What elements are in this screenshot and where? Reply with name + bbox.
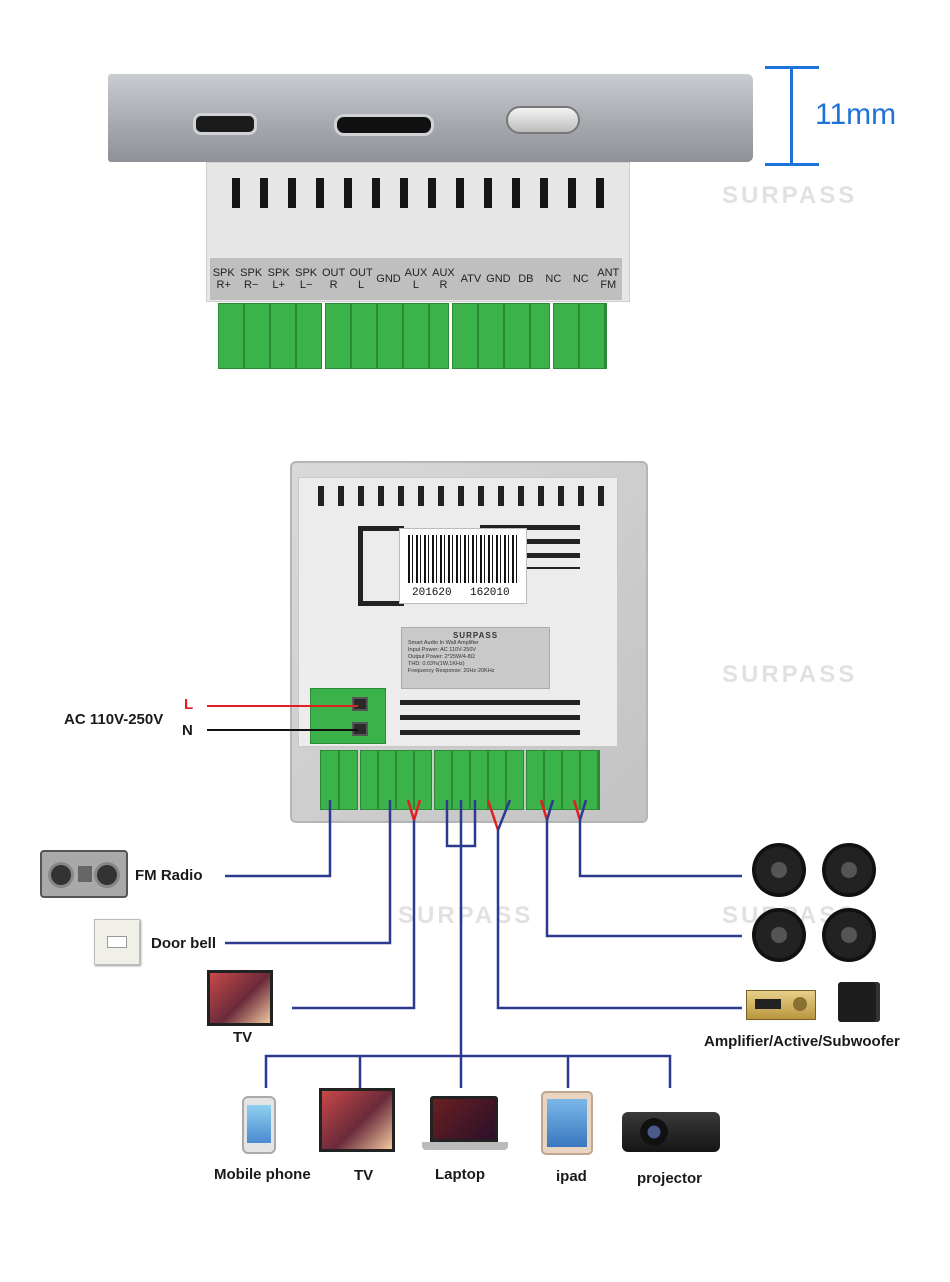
door-bell-label: Door bell	[151, 935, 217, 952]
laptop-icon	[430, 1096, 498, 1142]
amplifier-icon	[746, 990, 816, 1020]
tv-wire	[292, 820, 416, 1010]
speaker-upper-wire	[578, 820, 742, 878]
terminal-label: ATV	[460, 273, 482, 285]
terminal-label: AUX R	[432, 267, 455, 291]
ipad-label: ipad	[556, 1168, 587, 1185]
terminal-block	[526, 750, 600, 810]
door-bell-wire	[225, 800, 392, 945]
ceiling-speaker-icon	[822, 908, 876, 962]
neutral-label: N	[182, 722, 193, 739]
ipad-icon	[541, 1091, 593, 1155]
terminal-block-antenna	[553, 303, 607, 369]
barcode-number-left: 201620	[412, 587, 452, 599]
terminal-block	[320, 750, 358, 810]
terminal-label: NC	[572, 273, 589, 285]
tf-card-slot	[334, 114, 434, 136]
ceiling-speaker-icon	[752, 843, 806, 897]
projector-icon	[622, 1112, 720, 1152]
power-button	[506, 106, 580, 134]
mobile-phone-icon	[242, 1096, 276, 1154]
tv-icon	[207, 970, 273, 1026]
barcode	[408, 535, 520, 583]
subwoofer-icon	[838, 982, 880, 1022]
laptop-base	[422, 1142, 508, 1150]
power-label: AC 110V-250V	[64, 711, 164, 728]
terminal-label: SPK L+	[267, 267, 290, 291]
spec-line: Smart Audio In Wall Amplifier	[408, 640, 479, 646]
lower-vents	[400, 700, 580, 736]
ceiling-speaker-icon	[752, 908, 806, 962]
power-terminal-block	[310, 688, 386, 744]
laptop-label: Laptop	[435, 1166, 485, 1183]
terminal-block-aux	[452, 303, 550, 369]
tv-icon	[319, 1088, 395, 1152]
terminal-label: SPK R+	[212, 267, 235, 291]
back-cover-bracket	[358, 526, 404, 606]
watermark: SURPASS	[398, 902, 534, 929]
tv-label: TV	[233, 1029, 253, 1046]
spec-label: SURPASS Smart Audio In Wall Amplifier In…	[401, 627, 550, 689]
back-housing-vents	[232, 178, 612, 208]
mobile-phone-label: Mobile phone	[214, 1166, 311, 1183]
spec-line: THD: 0.03%(1W,1KHz)	[408, 661, 465, 667]
dimension-label: 11mm	[815, 98, 897, 131]
spec-line: Output Power: 2*25W/4-8Ω	[408, 654, 475, 660]
amplifier-label: Amplifier/Active/Subwoofer	[704, 1033, 900, 1050]
spec-line: Input Power: AC 110V-250V	[408, 647, 477, 653]
terminal-label: AUX L	[404, 267, 428, 291]
terminal-label: NC	[545, 273, 562, 285]
terminal-label: ANT FM	[597, 267, 620, 291]
watermark: SURPASS	[722, 661, 858, 688]
amplifier-wire	[496, 830, 742, 1010]
power-screw	[352, 697, 368, 711]
terminal-label: OUT R	[321, 267, 346, 291]
terminal-label: DB	[518, 273, 534, 285]
terminal-label-strip: SPK R+ SPK R− SPK L+ SPK L− OUT R OUT L …	[210, 258, 622, 300]
fm-radio-wire	[225, 800, 332, 878]
terminal-label: OUT L	[349, 267, 373, 291]
dimension-marker	[765, 66, 819, 166]
door-bell-icon	[94, 919, 140, 965]
live-label: L	[184, 696, 194, 713]
spec-line: Frequency Response: 20Hz-20KHz	[408, 668, 495, 674]
speaker-lower-wire	[545, 820, 742, 938]
barcode-label: 201620 162010	[399, 528, 527, 604]
barcode-number-right: 162010	[470, 587, 510, 599]
aux-bus	[264, 1054, 672, 1088]
terminal-label: GND	[376, 273, 401, 285]
back-cover-vents	[318, 486, 608, 506]
fm-radio-label: FM Radio	[135, 867, 203, 884]
tv-label: TV	[354, 1167, 374, 1184]
projector-label: projector	[637, 1170, 703, 1187]
ceiling-speaker-icon	[822, 843, 876, 897]
terminal-label: SPK R−	[240, 267, 263, 291]
terminal-block-line	[325, 303, 449, 369]
terminal-block-speaker	[218, 303, 322, 369]
terminal-label: GND	[486, 273, 511, 285]
fm-radio-icon	[40, 850, 128, 898]
spec-brand: SURPASS	[452, 631, 499, 640]
micro-usb-port	[193, 113, 257, 135]
terminal-label: SPK L−	[295, 267, 318, 291]
watermark: SURPASS	[722, 182, 858, 209]
